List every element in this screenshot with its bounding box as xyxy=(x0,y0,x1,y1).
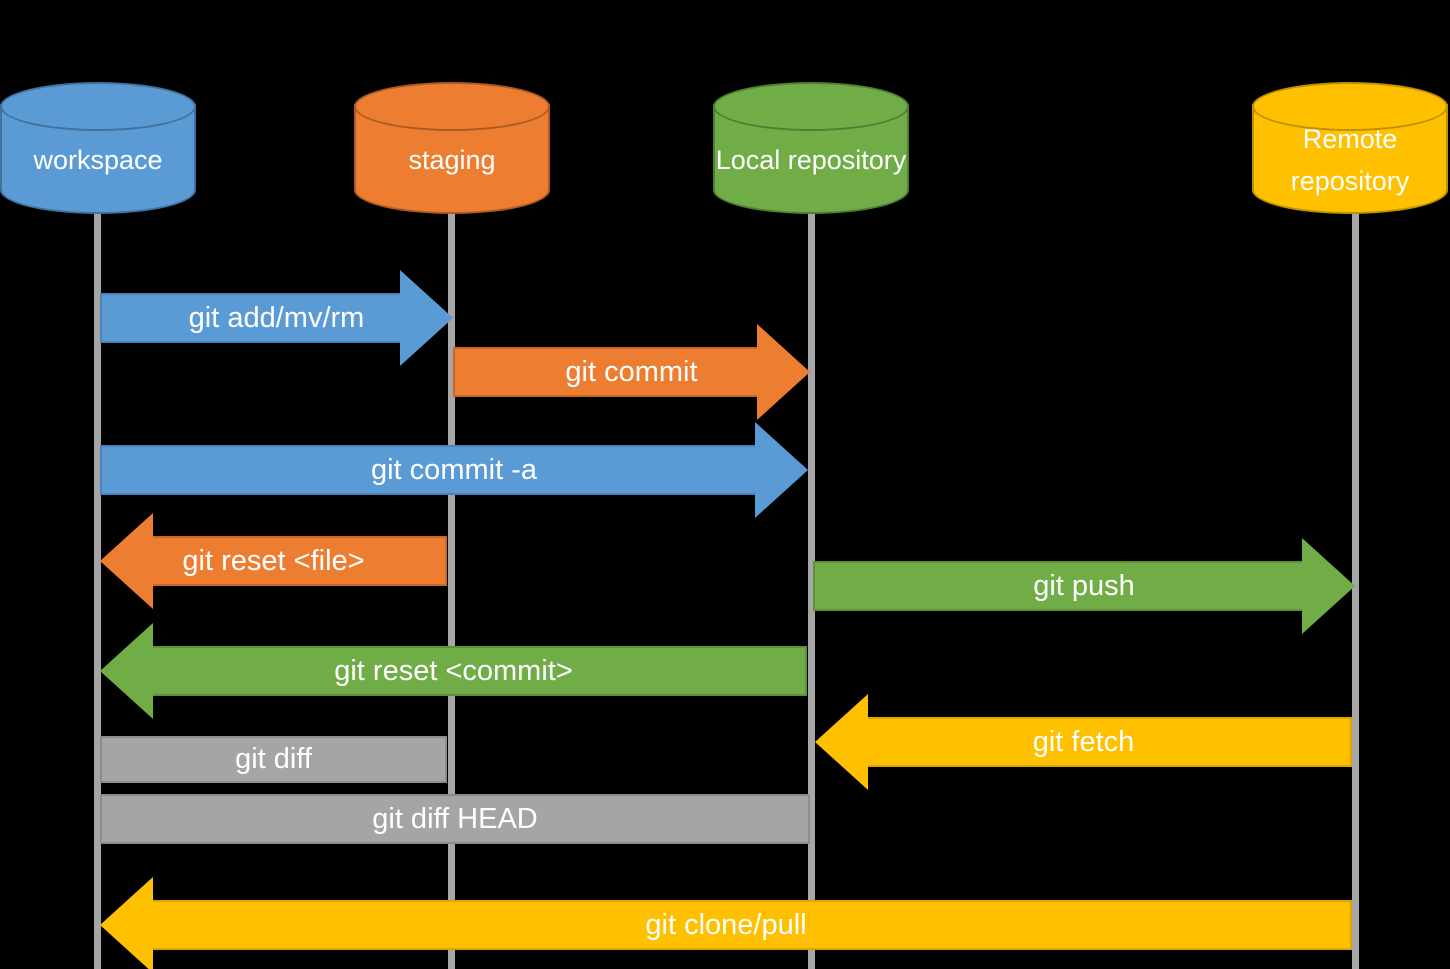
node-remote-repository: Remote repository xyxy=(1252,82,1448,214)
arrow-body xyxy=(100,445,757,495)
node-label: Local repository xyxy=(715,145,907,176)
arrow-body xyxy=(866,717,1352,767)
arrow-git-reset-file: git reset <file> xyxy=(100,513,447,609)
command-label: git push xyxy=(1033,569,1135,602)
lifeline-staging xyxy=(448,212,455,969)
node-workspace: workspace xyxy=(0,82,196,214)
cylinder-top-icon xyxy=(0,82,196,131)
arrow-git-clone-pull: git clone/pull xyxy=(100,877,1352,969)
cylinder-top-icon xyxy=(354,82,550,131)
command-label: git commit -a xyxy=(371,453,537,486)
bar-git-diff-head: git diff HEAD xyxy=(100,794,810,844)
cylinder-top-icon xyxy=(713,82,909,131)
arrow-body xyxy=(151,900,1352,950)
arrow-head-right-icon xyxy=(1302,538,1355,634)
arrow-body xyxy=(453,347,759,397)
arrow-git-reset-commit: git reset <commit> xyxy=(100,623,807,719)
node-staging: staging xyxy=(354,82,550,214)
lifeline-remote-repository xyxy=(1352,212,1359,969)
node-label: staging xyxy=(408,145,496,176)
arrow-body xyxy=(813,561,1304,611)
arrow-head-right-icon xyxy=(757,324,810,420)
node-label: Remote repository xyxy=(1290,124,1410,196)
lifeline-workspace xyxy=(94,212,101,969)
cylinder-top-icon xyxy=(1252,82,1448,131)
arrow-git-push: git push xyxy=(813,538,1355,634)
arrow-head-left-icon xyxy=(100,513,153,609)
node-local-repository: Local repository xyxy=(713,82,909,214)
bar-git-diff: git diff xyxy=(100,736,447,783)
arrow-body xyxy=(151,646,807,696)
arrow-body xyxy=(151,536,447,586)
arrow-head-left-icon xyxy=(815,694,868,790)
command-label: git reset <file> xyxy=(182,544,365,577)
arrow-git-fetch: git fetch xyxy=(815,694,1352,790)
command-label: git clone/pull xyxy=(645,908,807,941)
command-label: git diff xyxy=(235,743,312,775)
arrow-head-left-icon xyxy=(100,877,153,969)
command-label: git diff HEAD xyxy=(372,802,538,835)
arrow-git-commit-a: git commit -a xyxy=(100,422,808,518)
node-label: workspace xyxy=(33,145,163,176)
command-label: git reset <commit> xyxy=(334,654,573,687)
arrow-head-left-icon xyxy=(100,623,153,719)
command-label: git add/mv/rm xyxy=(188,301,365,334)
command-label: git commit xyxy=(565,355,698,388)
arrow-body xyxy=(100,293,402,343)
arrow-git-add-mv-rm: git add/mv/rm xyxy=(100,270,453,366)
arrow-git-commit: git commit xyxy=(453,324,810,420)
arrow-head-right-icon xyxy=(755,422,808,518)
command-label: git fetch xyxy=(1032,725,1135,758)
lifeline-local-repository xyxy=(808,212,815,969)
arrow-head-right-icon xyxy=(400,270,453,366)
